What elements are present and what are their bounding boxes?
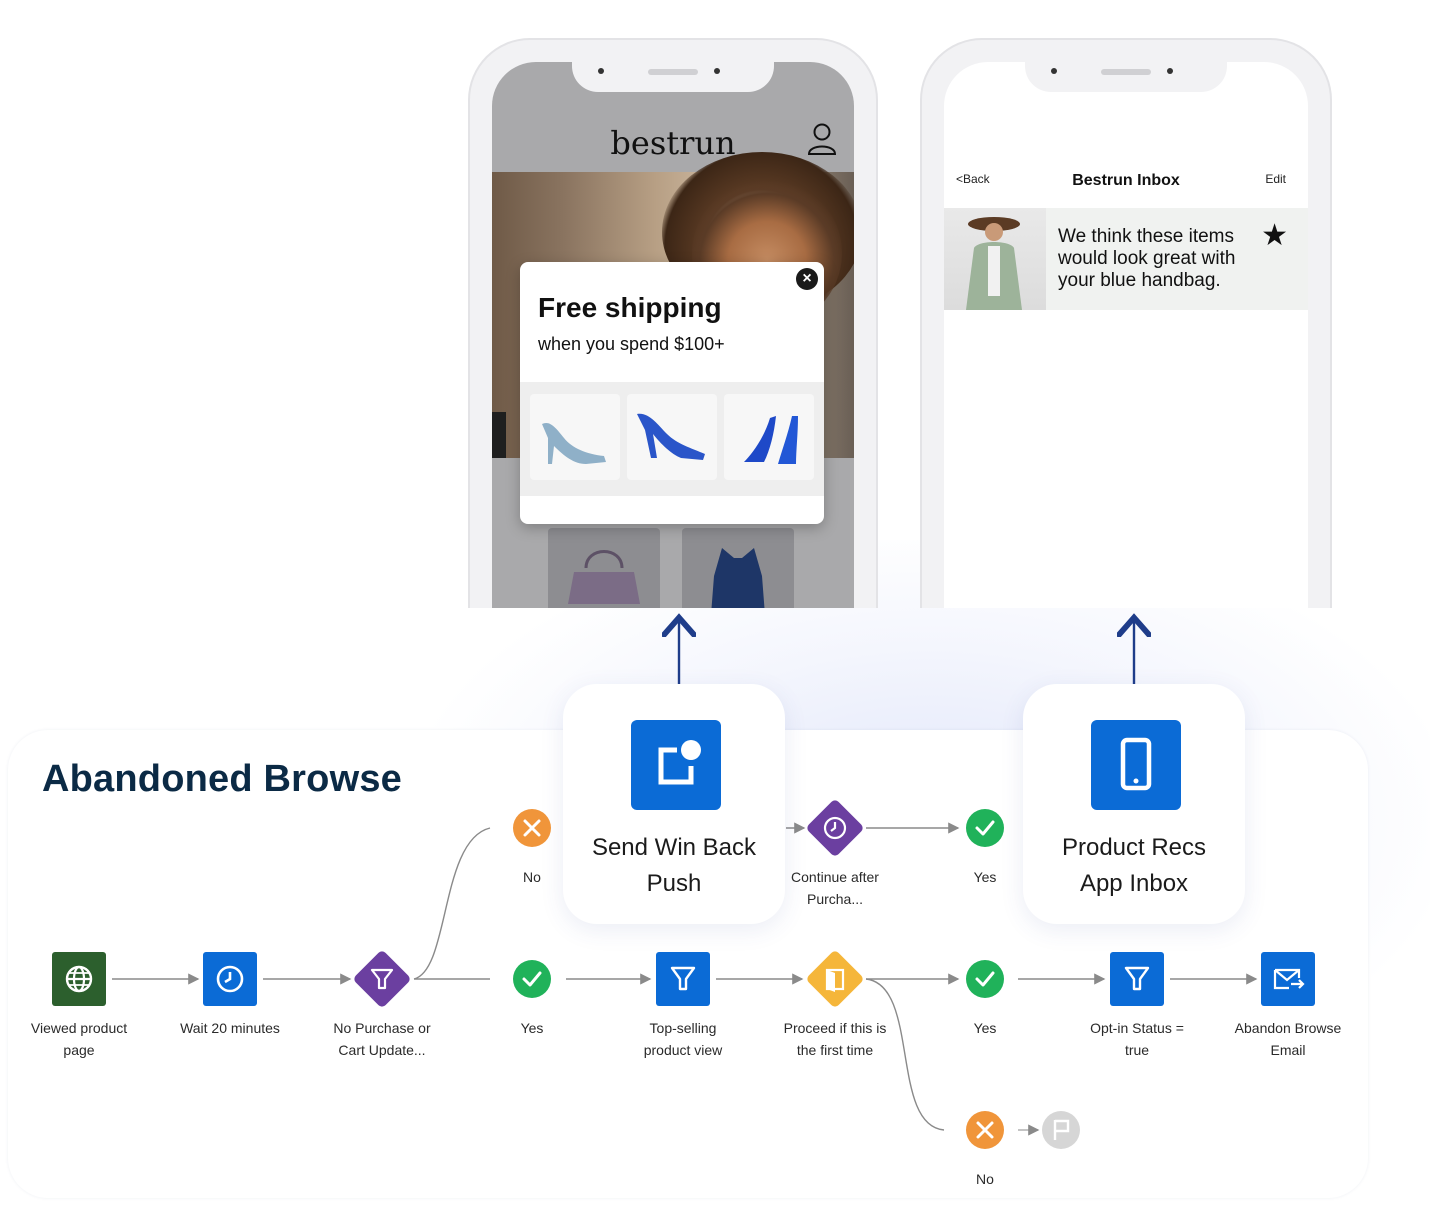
brand-logo: bestrun xyxy=(610,124,736,162)
label-line: product view xyxy=(643,1042,723,1058)
highlight-label-line: App Inbox xyxy=(1079,870,1189,897)
node-label-proceed: Proceed if this is the first time xyxy=(765,1017,905,1061)
label-line: Yes xyxy=(973,1020,997,1036)
page-title: Abandoned Browse xyxy=(42,758,403,800)
label-line: Abandon Browse xyxy=(1234,1020,1342,1036)
camera-dot xyxy=(598,68,604,74)
label-line: Opt-in Status = xyxy=(1090,1020,1184,1036)
star-icon[interactable]: ★ xyxy=(1261,219,1288,252)
node-label-email: Abandon Browse Email xyxy=(1218,1017,1358,1061)
node-label-optin: Opt-in Status = true xyxy=(1067,1017,1207,1061)
door-glyph xyxy=(825,968,845,992)
shoe-tile[interactable] xyxy=(530,394,620,480)
node-label-wait: Wait 20 minutes xyxy=(160,1017,300,1039)
label-line: Purcha... xyxy=(806,891,864,907)
high-heel-icon xyxy=(744,416,798,464)
product-tile-handbag[interactable] xyxy=(548,528,660,608)
label-line: Continue after xyxy=(791,869,879,885)
phone-notch xyxy=(572,62,774,92)
node-label-yes-mid: Yes xyxy=(462,1017,602,1039)
highlight-label-line: Send Win Back xyxy=(591,834,757,861)
node-label-no-top: No xyxy=(462,866,602,888)
flag-icon[interactable] xyxy=(1042,1111,1080,1149)
product-grid xyxy=(548,528,798,608)
camera-dot xyxy=(1051,68,1057,74)
label-line: Yes xyxy=(520,1020,544,1036)
inbox-title: Bestrun Inbox xyxy=(1072,172,1180,189)
connector-proceed-no xyxy=(865,978,945,1131)
check-icon[interactable] xyxy=(966,960,1004,998)
message-text: We think these items would look great wi… xyxy=(1058,226,1236,291)
email-send-icon[interactable] xyxy=(1261,952,1315,1006)
filter-icon[interactable] xyxy=(656,952,710,1006)
label-line: No xyxy=(523,869,541,885)
message-thumbnail xyxy=(944,208,1046,310)
shoe-tile[interactable] xyxy=(627,394,717,480)
speaker-slot xyxy=(648,69,698,75)
highlight-label-line: Product Recs xyxy=(1061,834,1207,861)
clock-icon[interactable] xyxy=(203,952,257,1006)
phone-mockup-inbox: <Back Bestrun Inbox Edit We think these … xyxy=(920,38,1332,608)
label-line: page xyxy=(63,1042,95,1058)
handbag-icon xyxy=(568,550,640,604)
back-button[interactable]: <Back xyxy=(956,172,990,186)
shoe-tile[interactable] xyxy=(724,394,814,480)
label-line: Cart Update... xyxy=(338,1042,426,1058)
push-notification-icon xyxy=(631,720,721,810)
label-line: the first time xyxy=(796,1042,874,1058)
highlight-send-win-back-push[interactable]: Send Win Back Push xyxy=(563,684,785,924)
mobile-phone-icon xyxy=(1091,720,1181,810)
highlight-label: Send Win Back Push xyxy=(563,830,785,902)
close-icon[interactable]: × xyxy=(796,268,818,290)
node-label-continue: Continue after Purcha... xyxy=(765,866,905,910)
free-shipping-popup: × Free shipping when you spend $100+ xyxy=(520,262,824,524)
label-line: Wait 20 minutes xyxy=(180,1020,280,1036)
highlight-label-line: Push xyxy=(646,870,702,897)
filter-glyph xyxy=(370,968,394,990)
high-heel-icon xyxy=(542,422,606,464)
speaker-slot xyxy=(1101,69,1151,75)
node-label-yes-right: Yes xyxy=(915,1017,1055,1039)
popup-headline: Free shipping xyxy=(538,292,722,323)
x-icon[interactable] xyxy=(966,1111,1004,1149)
camera-dot xyxy=(714,68,720,74)
clock-glyph xyxy=(823,816,847,840)
model-photo xyxy=(966,217,1022,310)
node-label-viewed: Viewed product page xyxy=(9,1017,149,1061)
globe-icon[interactable] xyxy=(52,952,106,1006)
phone-notch xyxy=(1025,62,1227,92)
node-label-yes-top: Yes xyxy=(915,866,1055,888)
label-line: Email xyxy=(1270,1042,1306,1058)
filter-icon[interactable] xyxy=(1110,952,1164,1006)
high-heel-icon xyxy=(637,413,705,460)
node-label-no-purchase: No Purchase or Cart Update... xyxy=(312,1017,452,1061)
camera-dot xyxy=(1167,68,1173,74)
product-tile-dress[interactable] xyxy=(682,528,794,608)
popup-subtext: when you spend $100+ xyxy=(538,334,725,354)
node-label-top-selling: Top-selling product view xyxy=(613,1017,753,1061)
label-line: true xyxy=(1124,1042,1150,1058)
label-line: Top-selling xyxy=(649,1020,717,1036)
label-line: Viewed product xyxy=(30,1020,128,1036)
highlight-product-recs-app-inbox[interactable]: Product Recs App Inbox xyxy=(1023,684,1245,924)
label-line: Proceed if this is xyxy=(783,1020,887,1036)
label-line: Yes xyxy=(973,869,997,885)
x-icon[interactable] xyxy=(513,809,551,847)
connector-filter-no xyxy=(413,827,491,980)
label-line: No Purchase or xyxy=(333,1020,431,1036)
shoe-carousel xyxy=(520,382,824,496)
user-profile-icon[interactable] xyxy=(806,122,838,156)
check-icon[interactable] xyxy=(966,809,1004,847)
phone-screen: <Back Bestrun Inbox Edit We think these … xyxy=(944,62,1308,608)
check-icon[interactable] xyxy=(513,960,551,998)
dress-icon xyxy=(711,548,765,608)
hero-shadow xyxy=(492,412,506,458)
label-line: No xyxy=(976,1171,994,1187)
highlight-label: Product Recs App Inbox xyxy=(1023,830,1245,902)
node-label-no-bottom: No xyxy=(915,1168,1055,1190)
inbox-message[interactable]: We think these items would look great wi… xyxy=(944,208,1308,310)
edit-button[interactable]: Edit xyxy=(1265,172,1286,186)
